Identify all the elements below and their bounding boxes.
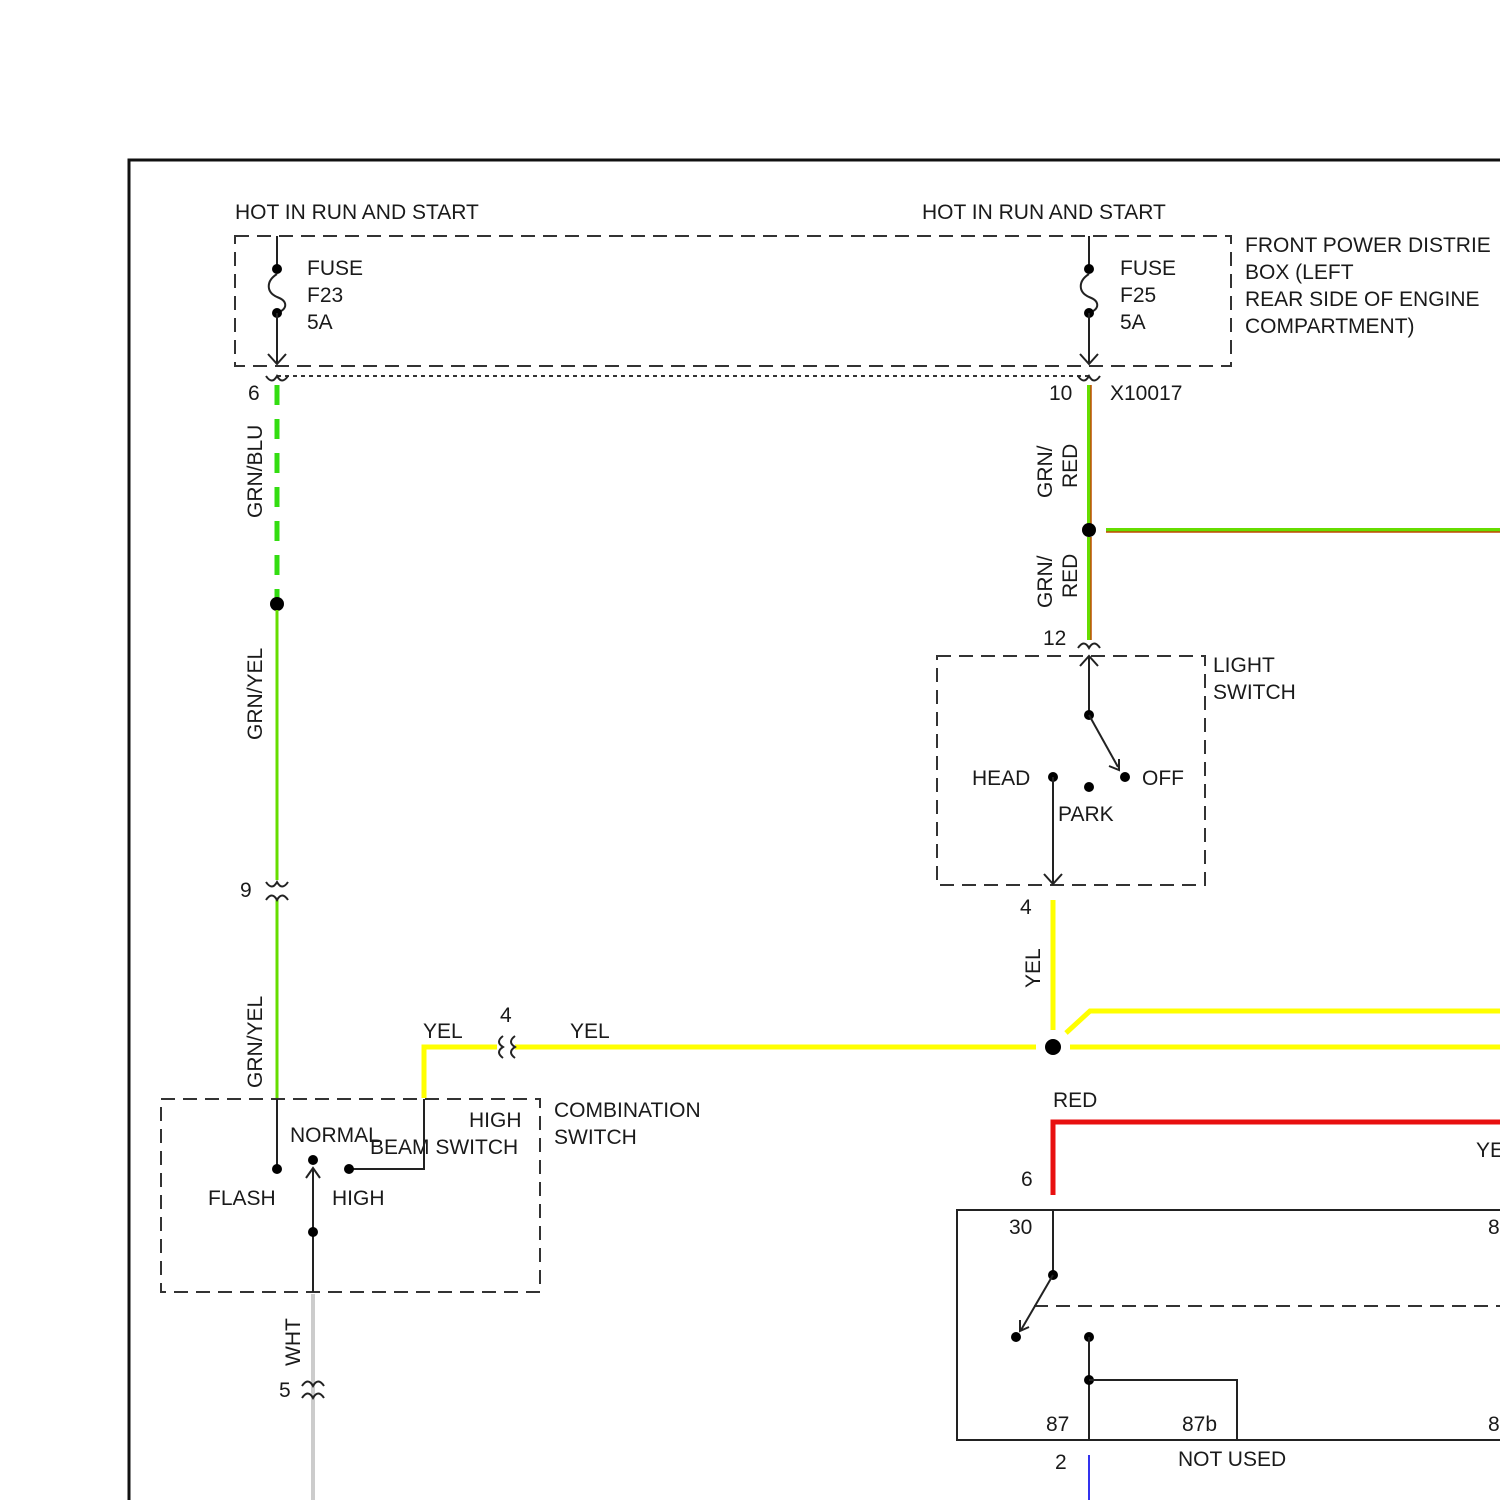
position-off-label: OFF (1142, 767, 1184, 790)
high-beam-switch-label-1: HIGH (469, 1109, 522, 1132)
hot-label-left: HOT IN RUN AND START (235, 201, 479, 224)
relay-pin-87b-label: 87b (1182, 1413, 1217, 1436)
wire-yel-to-combo (424, 1047, 497, 1098)
fuse-left-rating: 5A (307, 311, 333, 334)
wire-label-grn-blu: GRN/BLU (244, 425, 267, 518)
combo-pivot (308, 1227, 318, 1237)
pin-2-label: 2 (1055, 1451, 1067, 1474)
position-head-label: HEAD (972, 767, 1030, 790)
fuse-right-id: F25 (1120, 284, 1156, 307)
fuse-box-boundary (235, 236, 1231, 366)
wire-label-ye: YE (1476, 1139, 1500, 1162)
fuse-f25 (1080, 236, 1098, 364)
splice-yel (1045, 1039, 1061, 1055)
combo-flash-contact (272, 1164, 282, 1174)
wire-label-grn-red-upper-b: RED (1059, 444, 1082, 488)
light-switch-park-contact (1084, 782, 1094, 792)
wire-label-grn-yel-upper: GRN/YEL (244, 648, 267, 740)
fuse-left-id: F23 (307, 284, 343, 307)
wire-red (1053, 1122, 1500, 1195)
wire-label-yel-bus-left: YEL (423, 1020, 463, 1043)
combo-high-contact (344, 1164, 354, 1174)
relay-pin-right-top-label: 8 (1488, 1216, 1500, 1239)
wire-label-yel-vertical: YEL (1022, 948, 1045, 988)
combo-normal-contact (308, 1155, 318, 1165)
combination-switch-label-1: COMBINATION (554, 1099, 701, 1122)
fuse-left-label: FUSE (307, 257, 363, 280)
pin-12-label: 12 (1043, 627, 1066, 650)
relay-boundary (957, 1210, 1500, 1440)
light-switch-off-contact (1120, 772, 1130, 782)
wire-yel-branch (1066, 1011, 1500, 1033)
power-box-line-1: FRONT POWER DISTRIE (1245, 234, 1491, 257)
wire-label-grn-red-lower-a: GRN/ (1034, 555, 1057, 608)
relay-pin-30-label: 30 (1009, 1216, 1032, 1239)
combo-normal-label: NORMAL (290, 1124, 380, 1147)
wire-grn-red-lower (1089, 537, 1091, 640)
pin-9-label: 9 (240, 879, 252, 902)
connector-12-symbol (1078, 644, 1100, 649)
connector-4-symbol (499, 1036, 515, 1058)
relay-nc-contact (1011, 1332, 1021, 1342)
position-park-label: PARK (1058, 803, 1114, 826)
power-box-line-3: REAR SIDE OF ENGINE (1245, 288, 1480, 311)
not-used-label: NOT USED (1178, 1448, 1286, 1471)
combo-flash-label: FLASH (208, 1187, 276, 1210)
connector-pin-6-symbol (266, 376, 288, 381)
splice-right-upper (1082, 523, 1096, 537)
relay-pin-right-bottom-label: 8 (1488, 1413, 1500, 1436)
wire-grn-red-upper (1089, 385, 1091, 524)
relay-blade (1021, 1275, 1053, 1330)
power-box-line-4: COMPARTMENT) (1245, 315, 1415, 338)
power-box-line-2: BOX (LEFT (1245, 261, 1354, 284)
pin-6-relay-label: 6 (1021, 1168, 1033, 1191)
wire-label-red: RED (1053, 1089, 1097, 1112)
light-switch-blade (1089, 715, 1118, 767)
wire-label-wht: WHT (282, 1318, 305, 1366)
fuse-right-rating: 5A (1120, 311, 1146, 334)
diagram-frame (129, 160, 1500, 1500)
fuse-right-label: FUSE (1120, 257, 1176, 280)
pin-10-label: 10 (1049, 382, 1072, 405)
combo-high-label: HIGH (332, 1187, 385, 1210)
wire-label-yel-bus-mid: YEL (570, 1020, 610, 1043)
fuse-f23 (268, 236, 286, 364)
pin-5-label: 5 (279, 1379, 291, 1402)
wire-grn-red-horizontal (1106, 530, 1500, 532)
connector-9-symbol (266, 882, 288, 900)
connector-id-label: X10017 (1110, 382, 1182, 405)
wire-label-grn-red-lower-b: RED (1059, 554, 1082, 598)
splice-left (270, 597, 284, 611)
pin-6-label: 6 (248, 382, 260, 405)
pin-4-light-label: 4 (1020, 896, 1032, 919)
connector-pin-10-symbol (1078, 376, 1100, 381)
light-switch-label-2: SWITCH (1213, 681, 1296, 704)
wire-label-grn-red-upper-a: GRN/ (1034, 445, 1057, 498)
combination-switch-label-2: SWITCH (554, 1126, 637, 1149)
high-beam-switch-label-2: BEAM SWITCH (370, 1136, 518, 1159)
wire-label-grn-yel-lower: GRN/YEL (244, 996, 267, 1088)
hot-label-right: HOT IN RUN AND START (922, 201, 1166, 224)
light-switch-label-1: LIGHT (1213, 654, 1275, 677)
relay-pin-87-label: 87 (1046, 1413, 1069, 1436)
pin-4-bus-label: 4 (500, 1004, 512, 1027)
